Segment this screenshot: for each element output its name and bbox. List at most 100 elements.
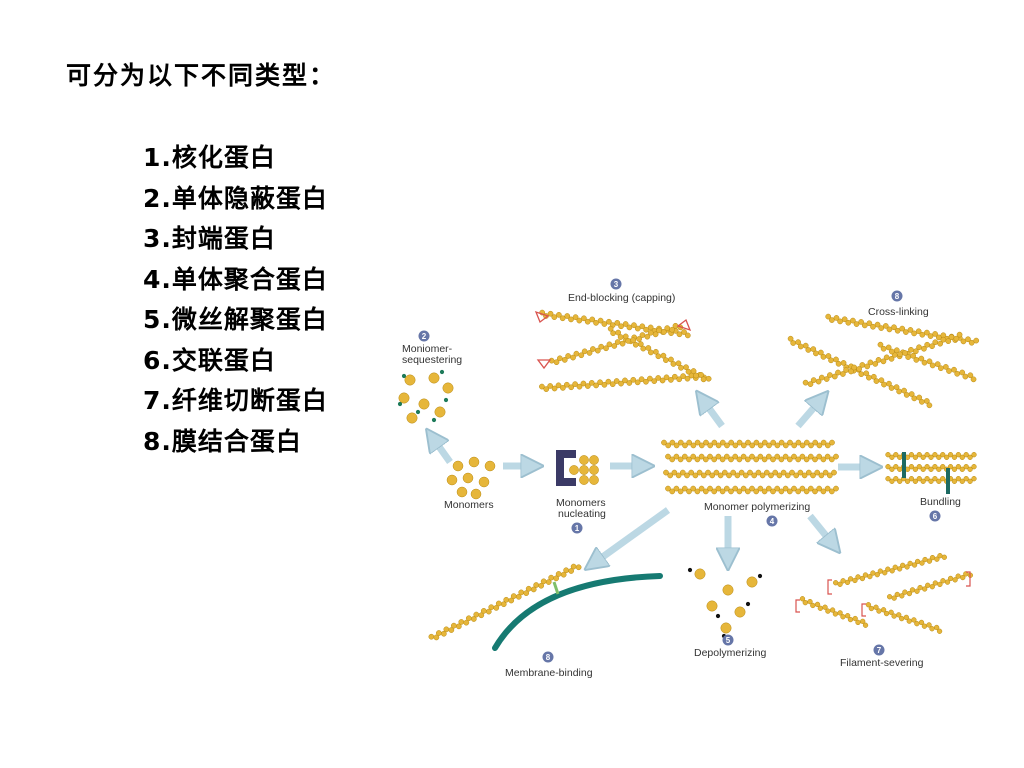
actin-bead: [631, 322, 637, 329]
actin-bead: [911, 395, 918, 402]
actin-bead: [560, 571, 567, 578]
actin-bead: [855, 619, 861, 626]
actin-bead: [776, 472, 783, 479]
actin-bead: [955, 573, 961, 579]
actin-bead: [696, 469, 703, 476]
actin-bead: [829, 317, 835, 323]
actin-bead: [840, 360, 847, 366]
actin-filament: [885, 452, 977, 460]
actin-bead: [770, 456, 776, 463]
actin-bead: [841, 316, 848, 323]
actin-bead: [706, 600, 718, 612]
actin-bead: [937, 553, 943, 559]
actin-bead: [556, 312, 562, 318]
actin-bead: [768, 472, 774, 479]
actin-binding-protein-diagram: End-blocking (capping) Cross-linking Mon…: [397, 278, 980, 679]
actin-bead: [960, 338, 967, 345]
actin-bead: [668, 356, 674, 363]
actin-bead: [934, 361, 941, 367]
actin-bead: [922, 586, 928, 592]
actin-bead: [805, 347, 812, 353]
actin-bead: [932, 339, 939, 346]
actin-bead: [436, 630, 442, 636]
actin-bead: [959, 466, 965, 472]
badge-2: 2: [422, 332, 427, 341]
actin-bead: [867, 359, 874, 366]
actin-bead: [828, 357, 834, 364]
membrane: [492, 573, 663, 651]
actin-bead: [901, 387, 907, 394]
actin-bead: [921, 623, 928, 629]
actin-bead: [955, 464, 962, 470]
actin-bead: [665, 442, 672, 449]
actin-bead: [971, 476, 977, 482]
actin-bead: [837, 610, 843, 616]
actin-bead: [922, 556, 928, 563]
badge-3: 3: [614, 280, 619, 289]
actin-bead: [944, 579, 951, 585]
actin-bead: [589, 455, 599, 465]
actin-bead: [822, 604, 828, 610]
type-item-1: 1.核化蛋白: [143, 143, 276, 172]
actin-bead: [563, 381, 570, 388]
actin-bead: [924, 329, 930, 336]
actin-bead: [545, 579, 552, 585]
actin-bead: [742, 472, 749, 479]
actin-bead: [864, 363, 871, 370]
actin-bead: [614, 339, 621, 345]
badge-4: 4: [770, 517, 775, 526]
actin-bead: [816, 453, 823, 460]
actin-bead: [813, 350, 819, 357]
actin-bead: [876, 608, 882, 614]
actin-bead: [880, 345, 887, 352]
actin-bead: [698, 372, 704, 378]
actin-bead: [963, 452, 969, 458]
actin-bead: [868, 605, 875, 612]
actin-bead: [547, 383, 554, 389]
actin-bead: [625, 338, 632, 344]
actin-bead: [732, 442, 739, 449]
actin-bead: [833, 453, 839, 460]
actin-bead: [728, 488, 734, 495]
actin-bead: [805, 469, 812, 476]
actin-bead: [810, 377, 817, 383]
actin-bead: [828, 488, 835, 495]
actin-bead: [560, 385, 566, 391]
actin-bead: [907, 327, 914, 333]
actin-bead: [904, 564, 910, 570]
actin-bead: [573, 350, 580, 357]
actin-bead: [470, 616, 477, 622]
actin-bead: [967, 454, 973, 460]
actin-bead: [618, 380, 624, 387]
actin-bead: [928, 454, 934, 460]
actin-bead: [736, 488, 743, 495]
arrow-polymer-to-severing: [807, 513, 836, 548]
actin-bead: [862, 572, 869, 578]
diagram-labels: End-blocking (capping) Cross-linking Mon…: [402, 292, 961, 679]
actin-bead: [778, 456, 785, 463]
actin-bead: [428, 372, 440, 384]
actin-bead: [893, 464, 899, 470]
actin-bead: [909, 587, 916, 593]
actin-bead: [661, 439, 667, 446]
actin-bead: [705, 375, 712, 382]
actin-bead: [730, 469, 737, 476]
actin-bead: [908, 464, 915, 470]
actin-bead: [953, 335, 960, 342]
label-capping: End-blocking (capping): [568, 292, 675, 304]
actin-bead: [817, 605, 824, 611]
actin-bead: [749, 442, 756, 449]
actin-bead: [886, 380, 892, 387]
actin-bead: [947, 575, 954, 582]
actin-bead: [669, 488, 676, 495]
binding-protein-dot: [397, 401, 403, 407]
actin-bead: [832, 611, 839, 617]
actin-bead: [661, 329, 667, 335]
actin-filament: [885, 464, 977, 472]
actin-bead: [825, 313, 832, 320]
actin-bead: [862, 622, 869, 628]
actin-bead: [622, 321, 629, 327]
actin-bead: [816, 485, 823, 492]
actin-bead: [867, 573, 873, 580]
actin-bead: [818, 472, 825, 479]
